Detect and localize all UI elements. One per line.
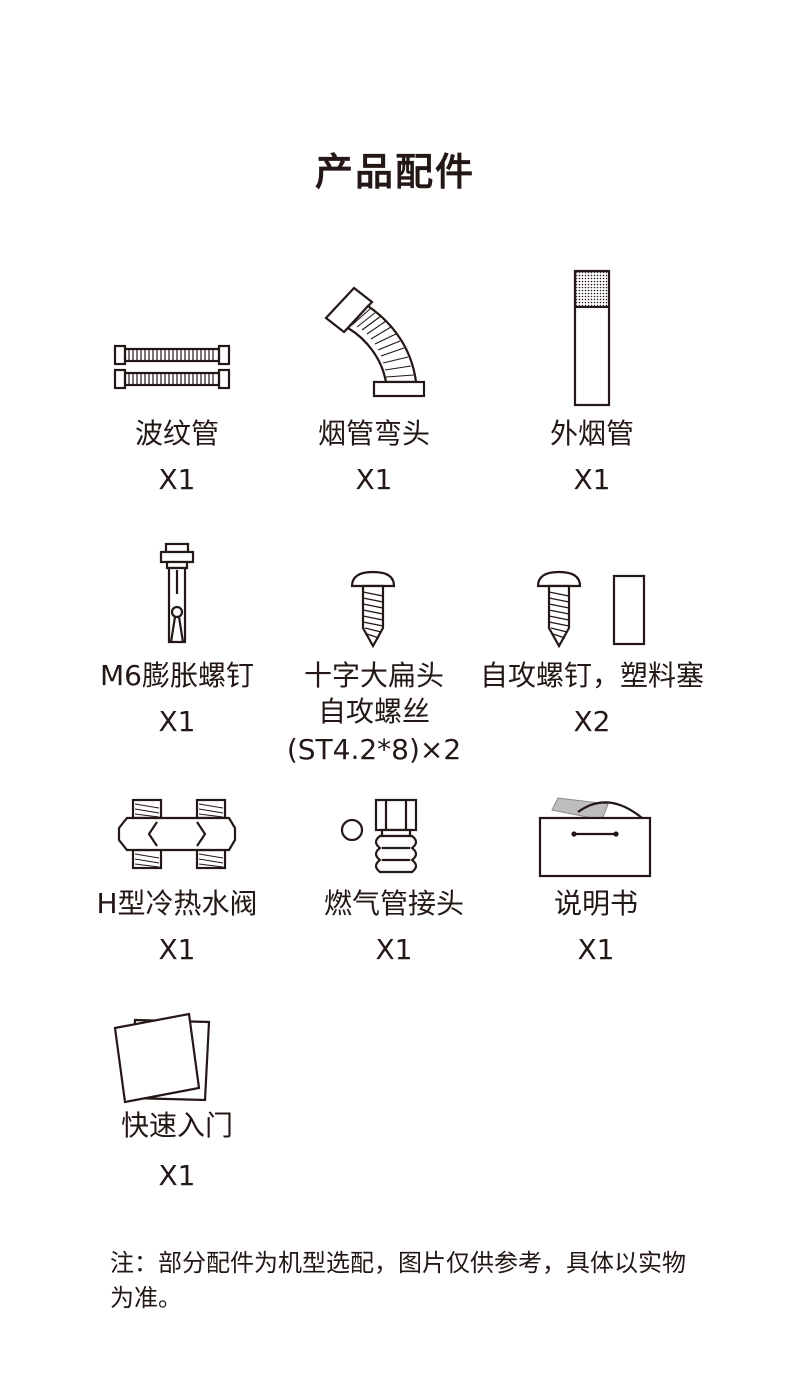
expansion-bolt-icon	[159, 542, 195, 644]
gas-pipe-fitting-icon	[340, 798, 418, 874]
item-quantity: X1	[355, 463, 393, 496]
item-label: H型冷热水阀	[96, 887, 258, 920]
corrugated-pipe-icon	[113, 344, 231, 390]
quick-start-sheet-icon	[113, 1012, 211, 1104]
accessory-h-valve: H型冷热水阀 X1	[57, 798, 297, 978]
flue-elbow-icon	[324, 286, 426, 398]
item-label: 烟管弯头	[317, 417, 430, 450]
item-label: 十字大扁头	[303, 659, 444, 692]
item-label: 外烟管	[549, 417, 634, 450]
accessory-quick-start: 快速入门 X1	[57, 1012, 297, 1212]
item-label-line2: 自攻螺丝	[317, 695, 430, 728]
item-label: 自攻螺钉，塑料塞	[479, 659, 704, 692]
item-quantity: X2	[573, 705, 611, 738]
item-quantity: X1	[158, 463, 196, 496]
h-valve-icon	[117, 798, 237, 870]
item-quantity: X1	[158, 705, 196, 738]
disclaimer-note: 注：部分配件为机型选配，图片仅供参考，具体以实物为准。	[110, 1249, 686, 1312]
accessory-outer-flue-pipe: 外烟管 X1	[472, 268, 712, 510]
outer-flue-pipe-icon	[573, 269, 611, 407]
accessory-screw-and-plug: 自攻螺钉，塑料塞 X2	[472, 570, 712, 770]
item-label: 燃气管接头	[323, 887, 464, 920]
accessory-manual: 说明书 X1	[476, 794, 716, 978]
screw-and-plug-icon	[536, 570, 646, 649]
page-title: 产品配件	[314, 150, 475, 194]
item-label: M6膨胀螺钉	[100, 659, 254, 692]
item-quantity: X1	[375, 933, 413, 966]
accessory-expansion-bolt: M6膨胀螺钉 X1	[57, 540, 297, 740]
item-label: 快速入门	[120, 1109, 233, 1142]
manual-box-icon	[538, 797, 652, 878]
accessory-self-tapping-screw: 十字大扁头 自攻螺丝 (ST4.2*8)×2	[254, 570, 494, 770]
self-tapping-screw-icon	[350, 570, 396, 649]
item-quantity: X1	[158, 1159, 196, 1192]
item-quantity: X1	[573, 463, 611, 496]
accessory-corrugated-pipe: 波纹管 X1	[57, 330, 297, 510]
item-label: 说明书	[553, 887, 638, 920]
accessory-flue-elbow: 烟管弯头 X1	[254, 270, 494, 510]
item-label: 波纹管	[134, 417, 219, 450]
accessory-gas-pipe-fitting: 燃气管接头 X1	[274, 798, 514, 978]
item-quantity: X1	[577, 933, 615, 966]
item-quantity: X1	[158, 933, 196, 966]
item-label-line3: (ST4.2*8)×2	[286, 733, 462, 766]
